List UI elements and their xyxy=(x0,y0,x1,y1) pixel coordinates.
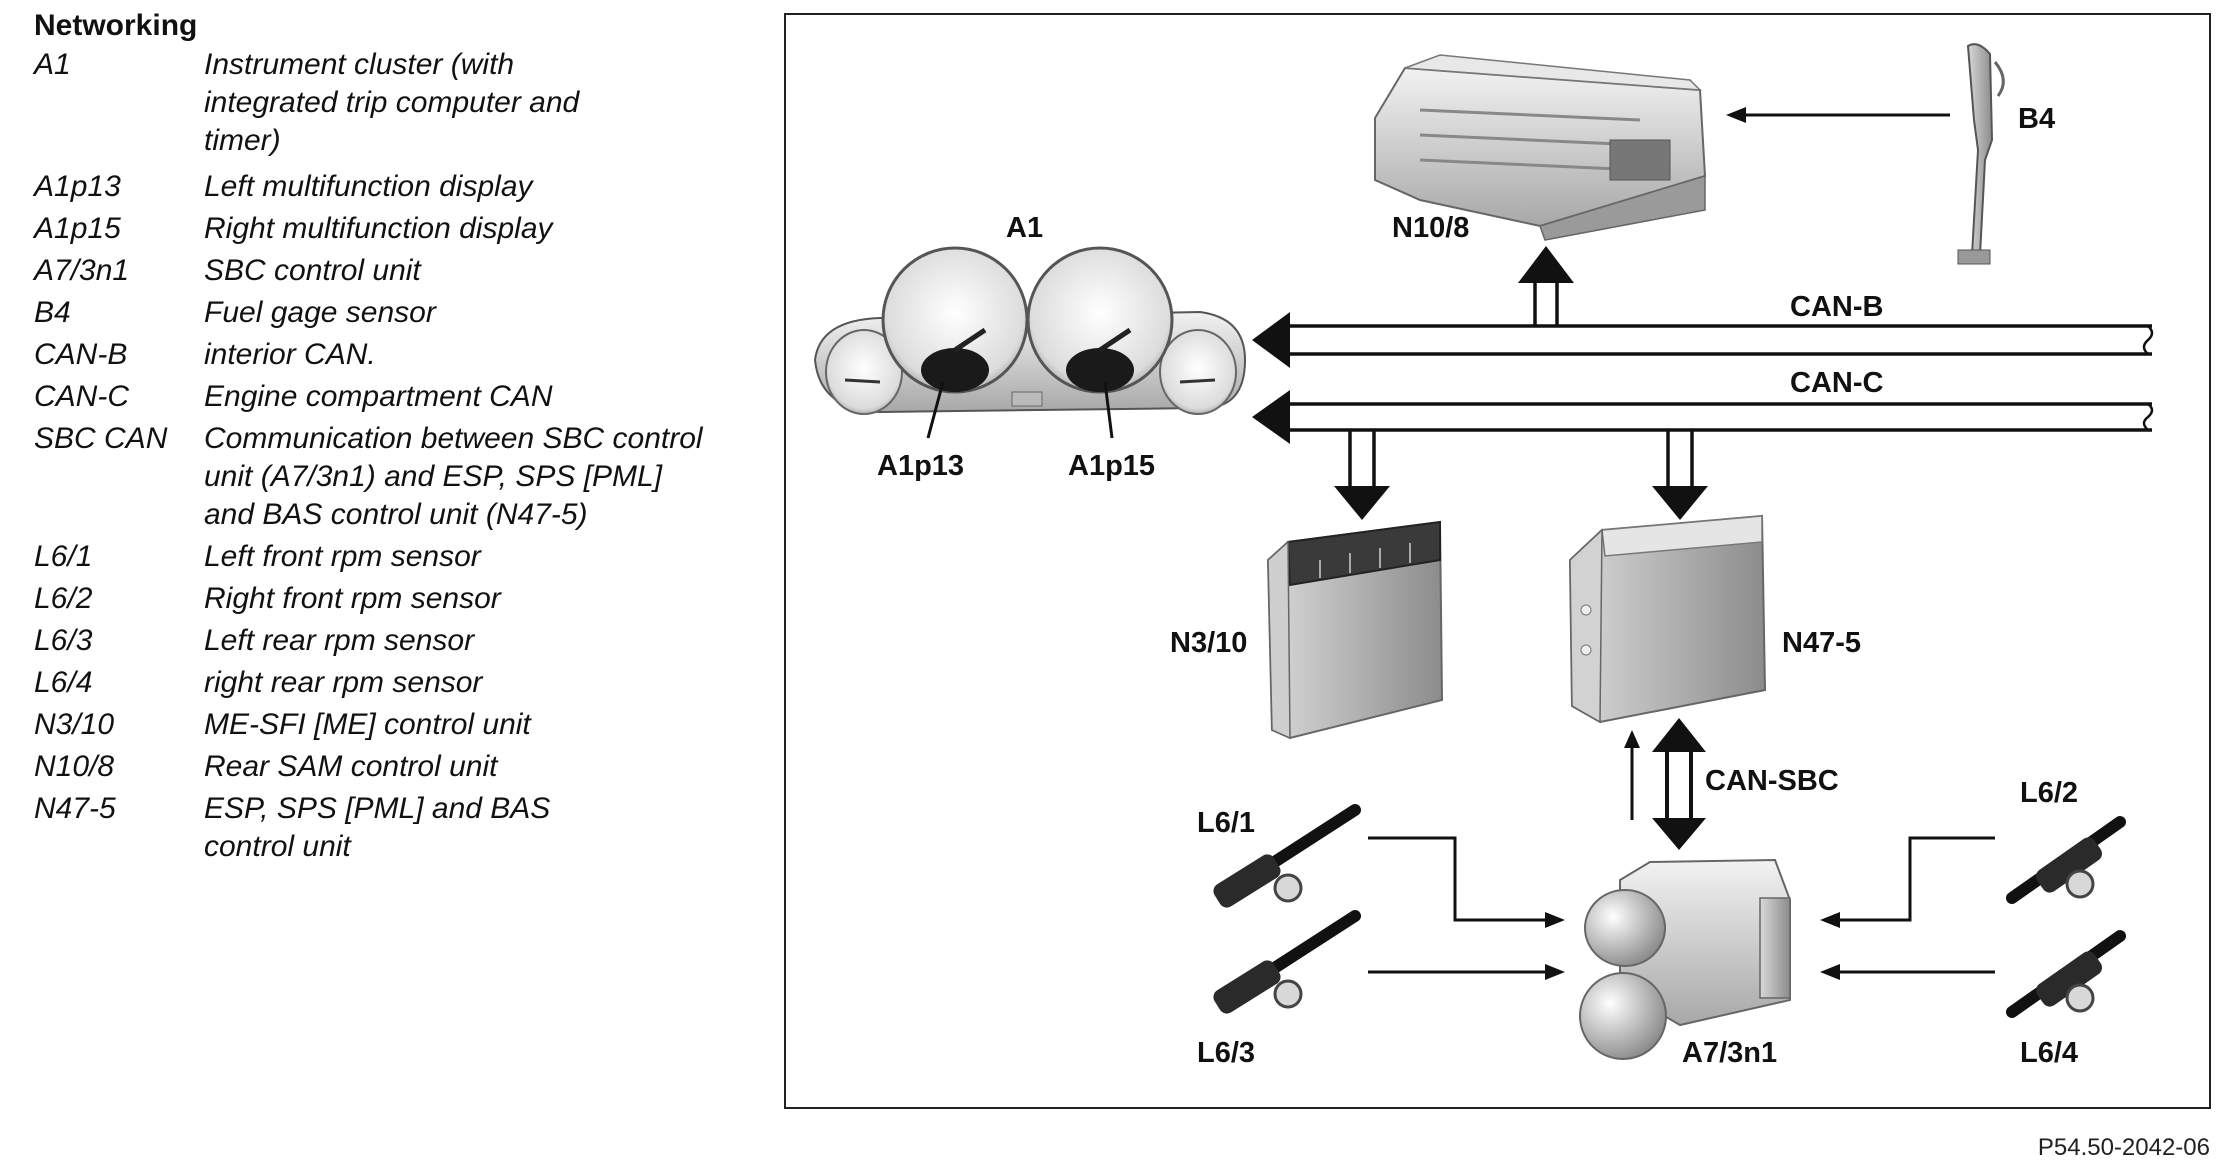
legend-code: CAN-C xyxy=(34,380,129,413)
instrument-cluster xyxy=(813,246,1247,439)
legend-description: interior CAN. xyxy=(204,338,376,371)
legend-code: L6/1 xyxy=(34,540,93,573)
legend-entry: L6/3 Left rear rpm sensor xyxy=(34,622,734,660)
legend-code: B4 xyxy=(34,296,71,329)
label-can-sbc: CAN-SBC xyxy=(1705,765,1839,797)
label-n47-5: N47-5 xyxy=(1782,627,1861,659)
legend-entry: N47-5 ESP, SPS [PML] and BAS control unit xyxy=(34,790,734,866)
sbc-thin-arrowhead xyxy=(1624,730,1640,748)
me-sfi-control-unit xyxy=(1266,520,1444,740)
legend-code: N3/10 xyxy=(34,708,115,741)
legend-description: Left multifunction display xyxy=(204,170,533,203)
l6-1-arrowhead xyxy=(1545,912,1565,928)
label-can-b: CAN-B xyxy=(1790,291,1883,323)
diagram-frame xyxy=(784,13,2211,1109)
legend-description: Instrument cluster (with integrated trip… xyxy=(204,48,580,157)
legend-code: SBC CAN xyxy=(34,422,168,455)
can-sbc-arrow-up xyxy=(1652,718,1706,752)
legend-description: ESP, SPS [PML] and BAS control unit xyxy=(204,792,551,863)
label-l6-2: L6/2 xyxy=(2020,777,2078,809)
label-l6-3: L6/3 xyxy=(1197,1037,1255,1069)
rpm-sensor-left-rear xyxy=(1213,910,1361,1014)
legend-description: Left front rpm sensor xyxy=(204,540,481,573)
esp-control-unit xyxy=(1568,514,1767,724)
fuel-gage-sensor xyxy=(1957,43,2005,265)
b4-signal-arrowhead xyxy=(1726,107,1746,123)
legend-description: SBC control unit xyxy=(204,254,421,287)
legend-code: L6/3 xyxy=(34,624,93,657)
rpm-sensor-right-rear xyxy=(2006,930,2126,1018)
legend-code: A1p13 xyxy=(34,170,121,203)
legend-entry: CAN-B interior CAN. xyxy=(34,336,734,374)
can-c-bus xyxy=(1252,390,2154,520)
legend-code: N47-5 xyxy=(34,792,116,825)
legend-code: CAN-B xyxy=(34,338,128,371)
legend-entry: L6/4 right rear rpm sensor xyxy=(34,664,734,702)
legend: Networking A1 Instrument cluster (with in… xyxy=(34,6,734,870)
label-b4: B4 xyxy=(2018,103,2055,135)
legend-description: right rear rpm sensor xyxy=(204,666,483,699)
label-a1p15: A1p15 xyxy=(1068,450,1155,482)
can-sbc-arrow-down xyxy=(1652,818,1706,850)
label-a1: A1 xyxy=(1006,212,1043,244)
legend-code: A1p15 xyxy=(34,212,121,245)
l6-2-signal-line xyxy=(1840,836,1995,922)
label-l6-1: L6/1 xyxy=(1197,807,1255,839)
legend-entry: L6/2 Right front rpm sensor xyxy=(34,580,734,618)
legend-entry: L6/1 Left front rpm sensor xyxy=(34,538,734,576)
legend-description: Right multifunction display xyxy=(204,212,553,245)
l6-4-arrowhead xyxy=(1820,964,1840,980)
rpm-sensor-right-front xyxy=(2006,816,2126,904)
legend-entry: A1p15 Right multifunction display xyxy=(34,210,734,248)
legend-code: N10/8 xyxy=(34,750,115,783)
legend-description: Engine compartment CAN xyxy=(204,380,553,413)
legend-entry: N3/10 ME-SFI [ME] control unit xyxy=(34,706,734,744)
legend-description: Left rear rpm sensor xyxy=(204,624,475,657)
legend-entry: SBC CAN Communication between SBC control… xyxy=(34,420,734,534)
legend-description: Right front rpm sensor xyxy=(204,582,501,615)
l6-2-arrowhead xyxy=(1820,912,1840,928)
legend-description: ME-SFI [ME] control unit xyxy=(204,708,531,741)
legend-entry: N10/8 Rear SAM control unit xyxy=(34,748,734,786)
label-a1p13: A1p13 xyxy=(877,450,964,482)
l6-1-signal-line xyxy=(1368,836,1545,922)
legend-code: L6/4 xyxy=(34,666,93,699)
legend-entry: A1p13 Left multifunction display xyxy=(34,168,734,206)
label-n10-8: N10/8 xyxy=(1392,212,1469,244)
legend-description: Communication between SBC control unit (… xyxy=(204,422,703,531)
legend-entry: CAN-C Engine compartment CAN xyxy=(34,378,734,416)
label-l6-4: L6/4 xyxy=(2020,1037,2078,1069)
legend-code: A7/3n1 xyxy=(34,254,130,287)
legend-description: Rear SAM control unit xyxy=(204,750,498,783)
label-a7-3n1: A7/3n1 xyxy=(1682,1037,1777,1069)
legend-code: L6/2 xyxy=(34,582,93,615)
rear-sam-module xyxy=(1374,54,1707,241)
figure-id: P54.50-2042-06 xyxy=(2037,1134,2210,1161)
legend-entry: B4 Fuel gage sensor xyxy=(34,294,734,332)
sbc-control-unit xyxy=(1579,858,1791,1060)
label-can-c: CAN-C xyxy=(1790,367,1883,399)
legend-code: A1 xyxy=(34,48,71,81)
l6-3-arrowhead xyxy=(1545,964,1565,980)
rpm-sensor-left-front xyxy=(1213,804,1361,908)
legend-entry: A1 Instrument cluster (with integrated tr… xyxy=(34,46,734,164)
label-n3-10: N3/10 xyxy=(1170,627,1247,659)
legend-description: Fuel gage sensor xyxy=(204,296,436,329)
legend-heading: Networking xyxy=(34,9,198,42)
legend-entry: A7/3n1 SBC control unit xyxy=(34,252,734,290)
can-b-bus xyxy=(1252,246,2154,368)
